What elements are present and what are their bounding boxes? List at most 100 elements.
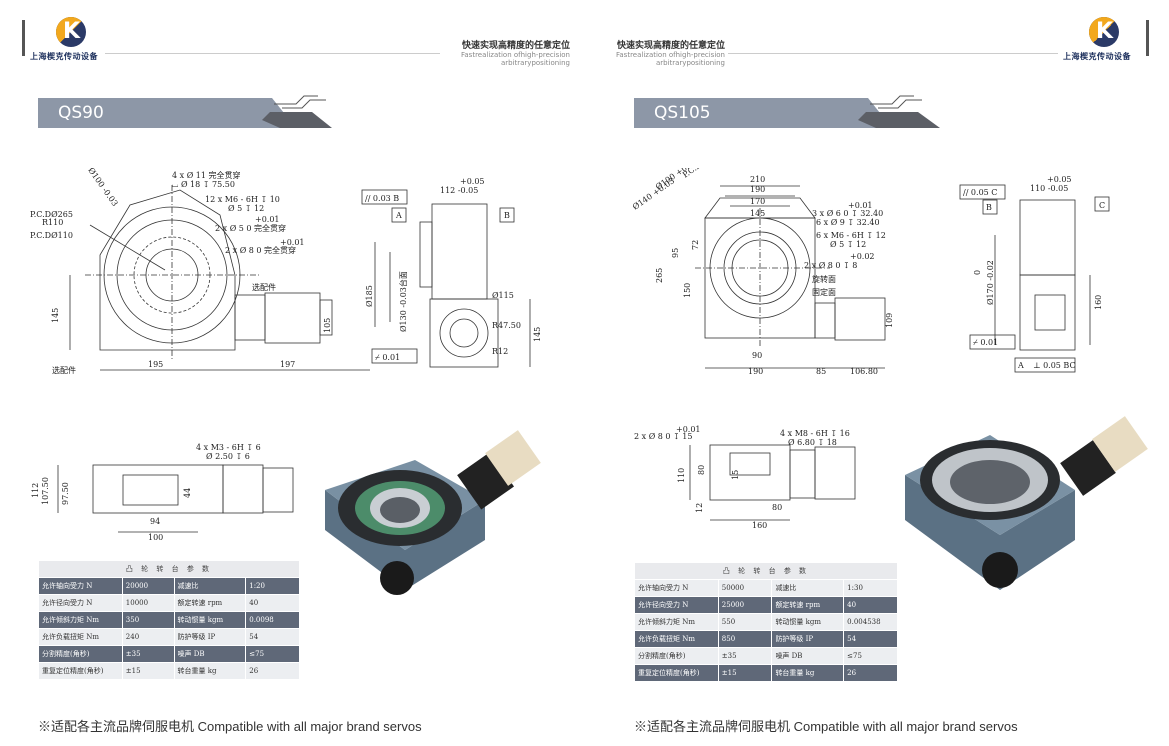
- svg-text:+0.01: +0.01: [280, 238, 305, 247]
- svg-text:95: 95: [671, 248, 680, 258]
- svg-text:Ø 5 ↧ 12: Ø 5 ↧ 12: [830, 240, 866, 249]
- table-title: 凸 轮 转 台 参 数: [38, 560, 300, 578]
- svg-text:145: 145: [750, 209, 765, 218]
- header-rule-right: [728, 53, 1058, 54]
- svg-text:A: A: [1017, 361, 1024, 370]
- banner-decoration-right: [848, 95, 940, 128]
- svg-text:Ø 2.50 ↧ 6: Ø 2.50 ↧ 6: [206, 452, 250, 461]
- svg-text:190: 190: [750, 185, 765, 194]
- svg-text:105: 105: [323, 318, 332, 333]
- svg-text:145: 145: [533, 327, 542, 342]
- slogan-right: 快速实现高精度的任意定位 Fastrealization ofhigh-prec…: [616, 41, 725, 67]
- svg-text:⌿ 0.01: ⌿ 0.01: [973, 338, 998, 347]
- qs90-product-image: [325, 430, 541, 595]
- footer-note-right: ※适配各主流品牌伺服电机 Compatible with all major b…: [634, 719, 1018, 734]
- svg-text:R12: R12: [492, 347, 508, 356]
- svg-text:145: 145: [51, 308, 60, 323]
- svg-text:Ø 6.80 ↧ 18: Ø 6.80 ↧ 18: [788, 438, 837, 447]
- header-rule-left: [105, 53, 440, 54]
- svg-text:+0.01: +0.01: [676, 425, 701, 434]
- svg-text:Ø140 +0.03: Ø140 +0.03: [631, 176, 676, 211]
- footer-note-left: ※适配各主流品牌伺服电机 Compatible with all major b…: [38, 719, 422, 734]
- qs105-front-view-drawing: +0.01 2 x Ø 8 0 ↧ 15 4 x M8 - 6H ↧ 16 Ø …: [634, 425, 856, 530]
- svg-text:选配件: 选配件: [52, 365, 76, 375]
- svg-text:160: 160: [752, 521, 767, 530]
- svg-text:P.C.DØ265: P.C.DØ265: [30, 210, 73, 219]
- svg-text:A: A: [395, 211, 402, 220]
- company-logo-left: K 上海楔克传动设备: [30, 17, 98, 61]
- svg-text:B: B: [986, 203, 992, 212]
- svg-text:6 x M6 - 6H ↧ 12: 6 x M6 - 6H ↧ 12: [816, 231, 886, 240]
- svg-text:// 0.05 C: // 0.05 C: [963, 188, 997, 197]
- svg-text:⊥ 0.05 BC: ⊥ 0.05 BC: [1033, 361, 1076, 370]
- svg-text:150: 150: [683, 283, 692, 298]
- svg-text:109: 109: [885, 313, 894, 328]
- svg-text:4 x M8 - 6H ↧ 16: 4 x M8 - 6H ↧ 16: [780, 429, 850, 438]
- svg-text:4 x Ø 11 完全贯穿: 4 x Ø 11 完全贯穿: [172, 170, 241, 180]
- svg-text:4 x M3 - 6H ↧ 6: 4 x M3 - 6H ↧ 6: [196, 443, 261, 452]
- svg-text:R47.50: R47.50: [492, 321, 521, 330]
- svg-text:+0.01: +0.01: [848, 201, 873, 210]
- svg-text:6 x Ø 9 ↧ 32.40: 6 x Ø 9 ↧ 32.40: [816, 218, 880, 227]
- svg-text:选配件: 选配件: [252, 282, 276, 292]
- svg-text:2 x Ø 8 0 ↧ 15: 2 x Ø 8 0 ↧ 15: [634, 432, 692, 441]
- svg-text:106.80: 106.80: [850, 367, 878, 376]
- svg-text:+0.05: +0.05: [460, 177, 485, 186]
- svg-text:+0.02: +0.02: [850, 252, 875, 261]
- svg-text:107.50: 107.50: [41, 477, 50, 505]
- svg-text:170: 170: [750, 197, 765, 206]
- svg-text:12 x M6 - 6H ↧ 10: 12 x M6 - 6H ↧ 10: [205, 195, 280, 204]
- table-title: 凸 轮 转 台 参 数: [634, 562, 898, 580]
- model-banner-qs90: QS90: [38, 98, 270, 128]
- svg-text:197: 197: [280, 360, 295, 369]
- svg-text:C: C: [1099, 201, 1105, 210]
- svg-text:// 0.03 B: // 0.03 B: [365, 194, 399, 203]
- svg-text:72: 72: [691, 240, 700, 250]
- svg-text:190: 190: [748, 367, 763, 376]
- svg-text:Ø100 -0.03: Ø100 -0.03: [86, 166, 119, 208]
- qs105-side-view-drawing: // 0.05 C 110 -0.05 +0.05 B C Ø170 -0.02…: [959, 175, 1110, 373]
- svg-text:12: 12: [695, 503, 704, 513]
- svg-text:2 x Ø 8 0 ↧ 8: 2 x Ø 8 0 ↧ 8: [804, 261, 857, 270]
- svg-text:2 x Ø 8 0 完全贯穿: 2 x Ø 8 0 完全贯穿: [225, 245, 296, 255]
- svg-text:旋转面: 旋转面: [812, 274, 836, 284]
- left-edge-bar: [22, 20, 25, 56]
- svg-text:3 x Ø 6 0 ↧ 32.40: 3 x Ø 6 0 ↧ 32.40: [812, 209, 883, 218]
- svg-text:Ø115: Ø115: [492, 291, 514, 300]
- svg-text:265: 265: [655, 268, 664, 283]
- slogan-left: 快速实现高精度的任意定位 Fastrealization ofhigh-prec…: [461, 41, 570, 67]
- svg-text:110: 110: [677, 468, 686, 483]
- svg-text:+0.01: +0.01: [255, 215, 280, 224]
- svg-text:80: 80: [772, 503, 782, 512]
- qs90-top-view-drawing: Ø100 -0.03 P.C.DØ265 R110 P.C.DØ110 4 x …: [30, 166, 370, 375]
- qs90-front-view-drawing: 4 x M3 - 6H ↧ 6 Ø 2.50 ↧ 6 112 107.50 97…: [31, 443, 294, 542]
- right-edge-bar: [1146, 20, 1149, 56]
- svg-text:90: 90: [752, 351, 762, 360]
- svg-text:15: 15: [731, 470, 740, 480]
- svg-text:44: 44: [183, 488, 192, 498]
- banner-decoration-left: [252, 95, 332, 128]
- svg-text:80: 80: [697, 465, 706, 475]
- svg-text:195: 195: [148, 360, 163, 369]
- svg-text:Ø130 -0.03台面: Ø130 -0.03台面: [398, 271, 408, 332]
- svg-text:94: 94: [150, 517, 160, 526]
- svg-text:固定面: 固定面: [812, 287, 836, 297]
- qs105-product-image: [905, 416, 1148, 590]
- svg-text:⌴ Ø 18 ↧ 75.50: ⌴ Ø 18 ↧ 75.50: [172, 180, 235, 189]
- svg-text:97.50: 97.50: [61, 482, 70, 505]
- svg-text:Ø 5 ↧ 12: Ø 5 ↧ 12: [228, 204, 264, 213]
- svg-text:100: 100: [148, 533, 163, 542]
- svg-text:P.C.DØ110: P.C.DØ110: [30, 231, 73, 240]
- qs105-top-view-drawing: 210 190 170 145 P.C.DØ150 Ø100 +0.03 Ø14…: [631, 168, 894, 376]
- svg-text:0: 0: [973, 270, 982, 275]
